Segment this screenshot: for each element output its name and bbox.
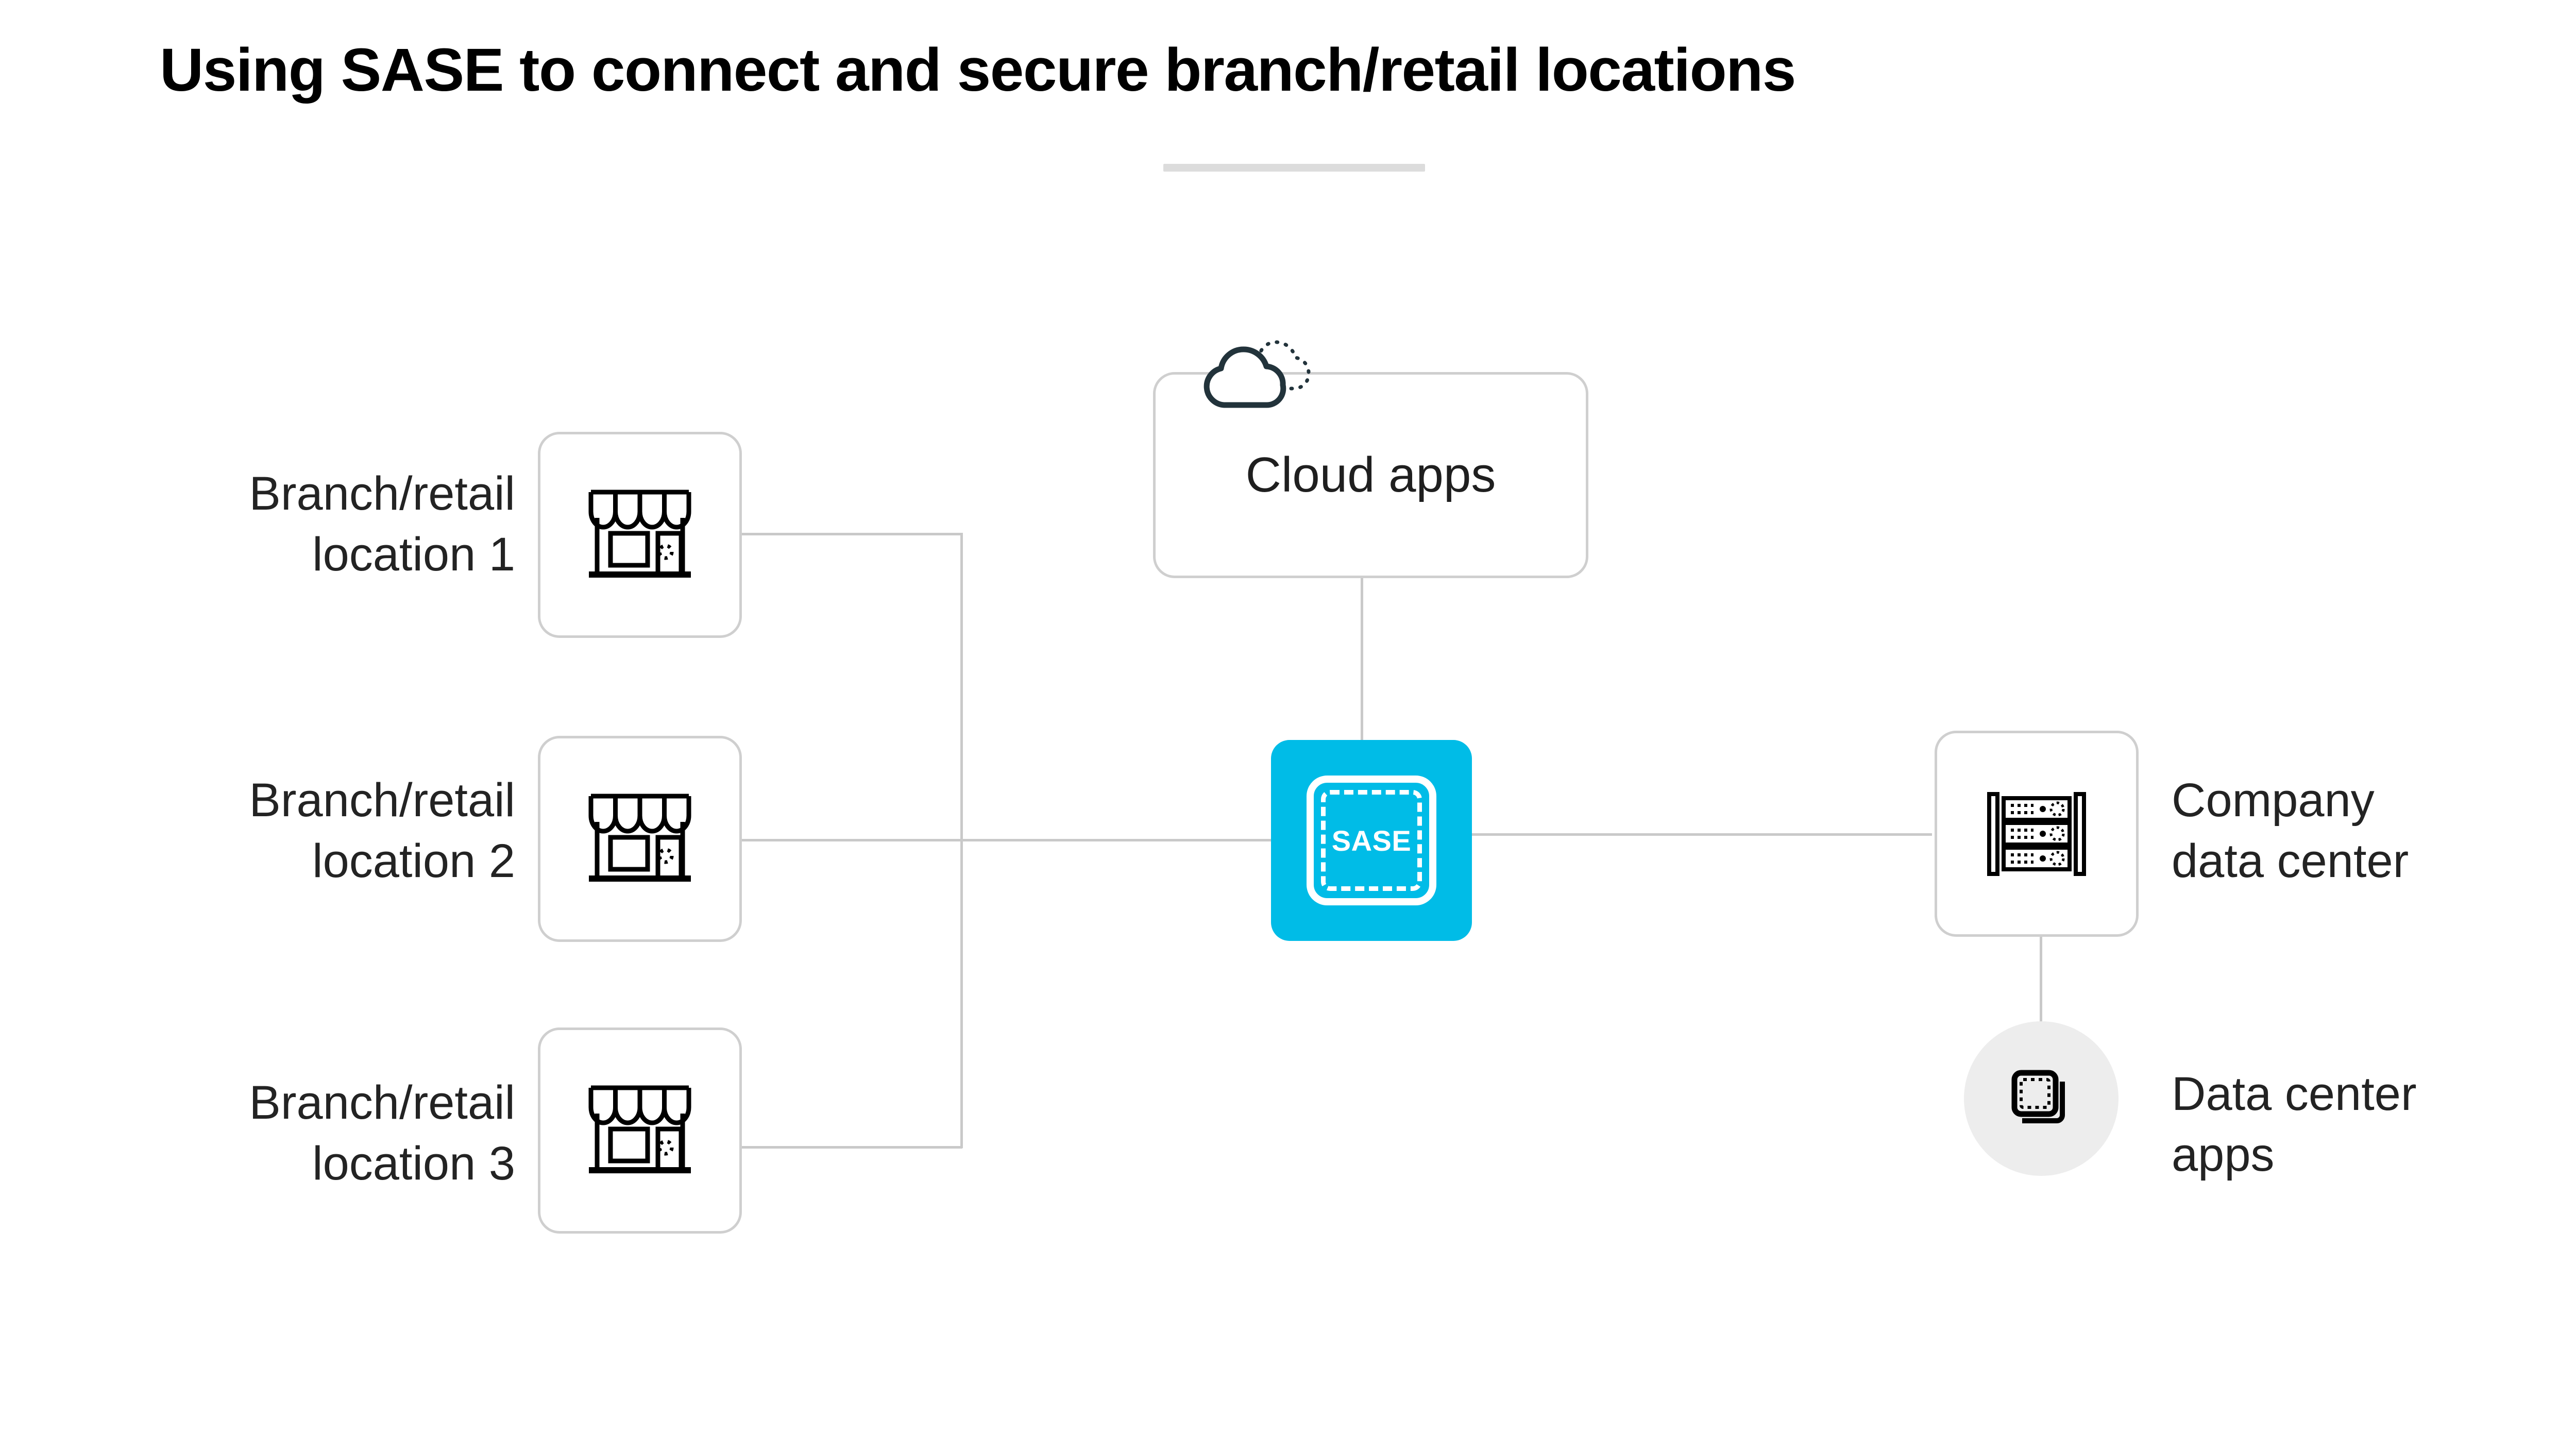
sase-label: SASE	[1331, 824, 1412, 857]
connector-cloudapps-to-sase	[1361, 576, 1363, 742]
sase-dashed-boundary: SASE	[1321, 790, 1422, 891]
storefront-icon	[586, 1082, 694, 1180]
stacked-apps-icon	[2005, 1063, 2077, 1135]
cloud-apps-label: Cloud apps	[1245, 447, 1496, 503]
branch-label-2-line2: location 2	[312, 834, 515, 887]
page-title: Using SASE to connect and secure branch/…	[160, 36, 1796, 104]
company-data-center-label: Company data center	[2172, 770, 2576, 892]
branch-label-1-line2: location 1	[312, 528, 515, 581]
data-center-apps-label-line1: Data center	[2172, 1068, 2417, 1120]
branch-label-3: Branch/retail location 3	[155, 1073, 515, 1194]
company-data-center-label-line2: data center	[2172, 834, 2409, 887]
sase-shield-icon: SASE	[1307, 776, 1436, 905]
sase-node[interactable]: SASE	[1271, 740, 1472, 941]
branch-label-2: Branch/retail location 2	[155, 770, 515, 892]
company-data-center-label-line1: Company	[2172, 774, 2375, 827]
branch-label-3-line1: Branch/retail	[249, 1076, 515, 1129]
connector-branch3-to-bus	[740, 1146, 962, 1149]
connector-datacenter-to-apps	[2040, 937, 2042, 1025]
branch-node-2[interactable]	[538, 736, 742, 942]
connector-branch2-to-sase	[740, 839, 1273, 841]
branch-label-2-line1: Branch/retail	[249, 774, 515, 827]
branch-node-1[interactable]	[538, 432, 742, 638]
connector-sase-to-datacenter	[1470, 833, 1932, 836]
data-center-apps-label-line2: apps	[2172, 1128, 2275, 1181]
cloud-icon	[1193, 329, 1343, 424]
company-data-center-node[interactable]	[1935, 731, 2139, 937]
storefront-icon	[586, 790, 694, 888]
connector-branch1-to-bus	[740, 533, 962, 535]
server-rack-icon	[1985, 789, 2088, 879]
title-divider-rule	[1163, 164, 1425, 172]
branch-node-3[interactable]	[538, 1027, 742, 1234]
data-center-apps-node[interactable]	[1964, 1021, 2119, 1176]
branch-label-3-line2: location 3	[312, 1137, 515, 1190]
branch-label-1-line1: Branch/retail	[249, 467, 515, 520]
storefront-icon	[586, 486, 694, 584]
branch-label-1: Branch/retail location 1	[155, 464, 515, 585]
data-center-apps-label: Data center apps	[2172, 1064, 2576, 1186]
